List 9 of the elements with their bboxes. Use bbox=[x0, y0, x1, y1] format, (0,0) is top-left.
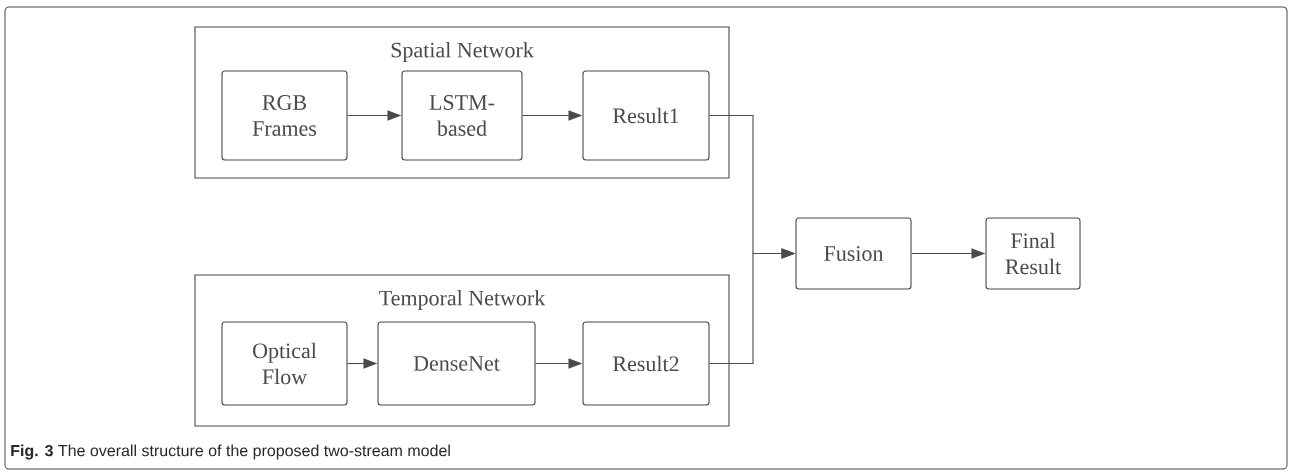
process-box: Fusion bbox=[795, 217, 912, 290]
process-box: RGB Frames bbox=[221, 70, 348, 161]
process-box: LSTM-based bbox=[401, 70, 523, 161]
process-box: Final Result bbox=[985, 217, 1081, 290]
process-box: Result1 bbox=[582, 70, 710, 161]
caption: Fig. 3 The overall structure of the proposed two-stream model bbox=[11, 444, 450, 460]
process-box: Optical Flow bbox=[221, 321, 348, 406]
process-box: DenseNet bbox=[377, 321, 536, 406]
process-box: Result2 bbox=[582, 321, 710, 406]
